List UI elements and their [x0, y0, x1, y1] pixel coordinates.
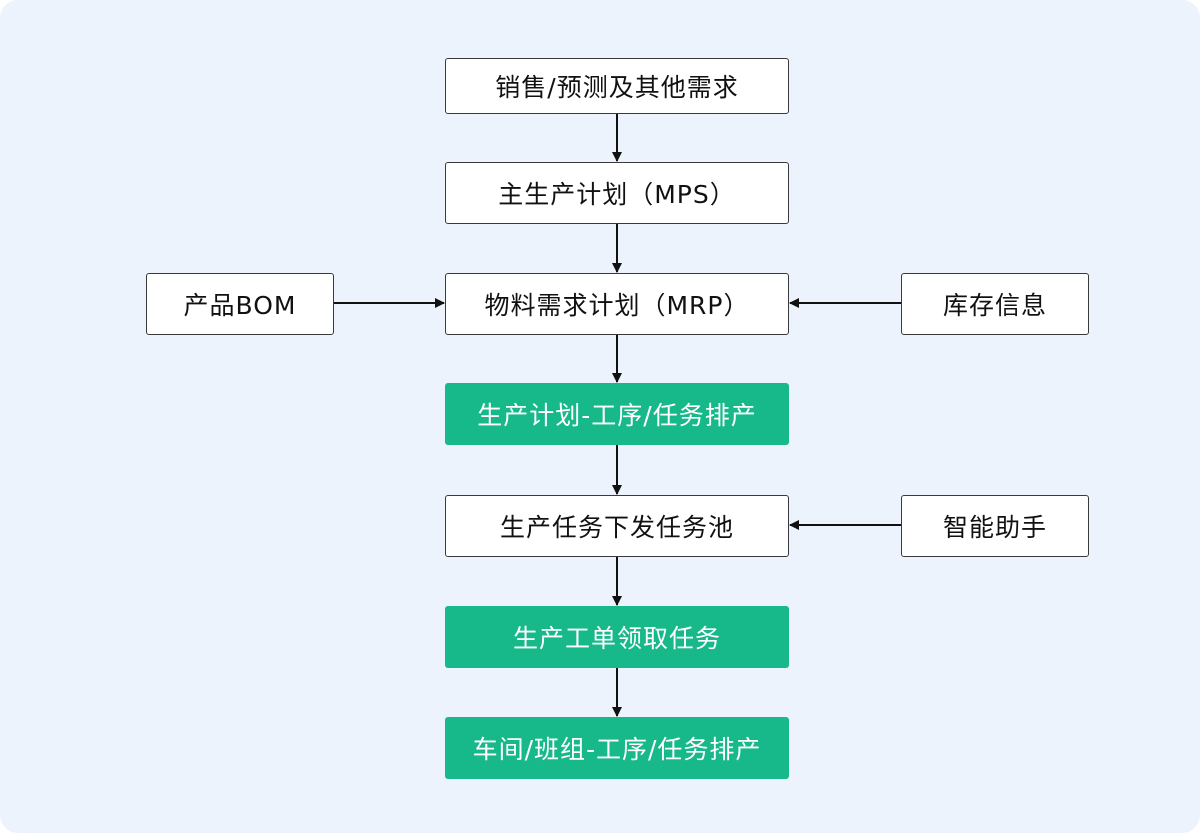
- node-task-pool: 生产任务下发任务池: [445, 495, 789, 557]
- node-work-order: 生产工单领取任务: [445, 606, 789, 668]
- node-mps: 主生产计划（MPS）: [445, 162, 789, 224]
- node-product-bom: 产品BOM: [146, 273, 334, 335]
- node-workshop-schedule: 车间/班组-工序/任务排产: [445, 717, 789, 779]
- node-inventory-info: 库存信息: [901, 273, 1089, 335]
- node-sales-forecast: 销售/预测及其他需求: [445, 58, 789, 114]
- node-production-plan: 生产计划-工序/任务排产: [445, 383, 789, 445]
- node-smart-assistant: 智能助手: [901, 495, 1089, 557]
- node-mrp: 物料需求计划（MRP）: [445, 273, 789, 335]
